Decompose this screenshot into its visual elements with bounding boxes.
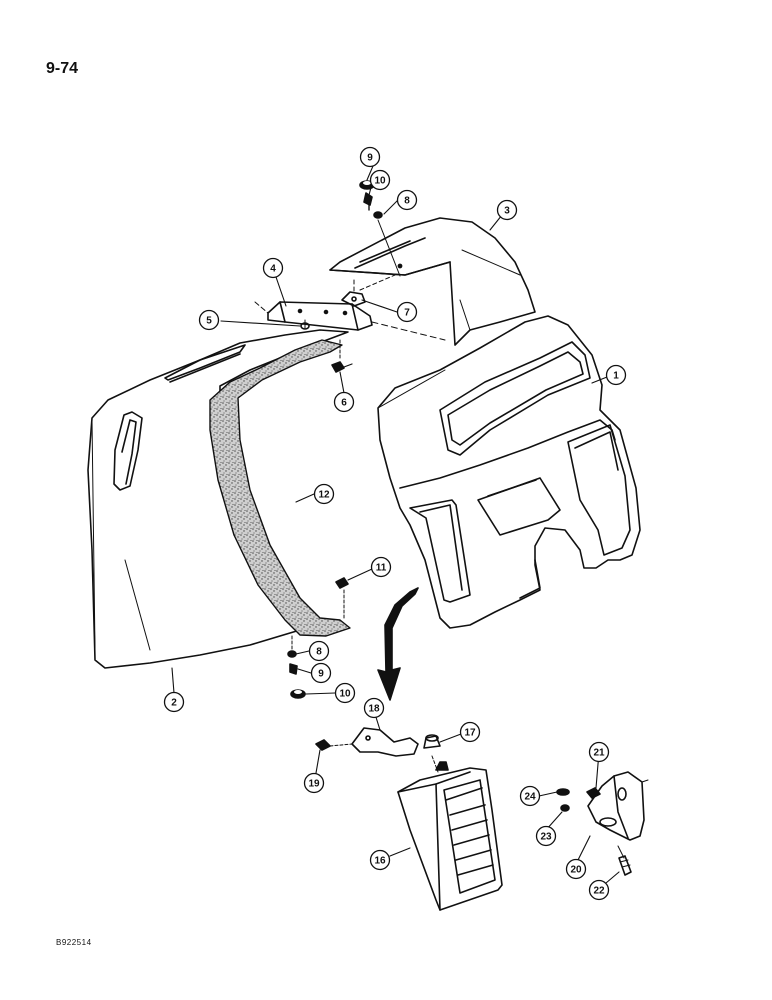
svg-text:6: 6 — [341, 398, 347, 409]
callout-9-lower: 9 — [310, 662, 332, 684]
callout-5: 5 — [198, 309, 220, 331]
callout-20: 20 — [565, 858, 587, 880]
svg-text:21: 21 — [593, 748, 605, 759]
svg-text:8: 8 — [316, 647, 322, 658]
callout-9-top: 10 — [369, 169, 391, 191]
callout-11: 11 — [370, 556, 392, 578]
drawing-code: B922514 — [56, 938, 92, 947]
callout-3: 3 — [496, 199, 518, 221]
svg-text:18: 18 — [368, 704, 380, 715]
mounting-bracket — [254, 301, 446, 341]
right-bracket-assembly — [556, 771, 649, 876]
svg-text:9: 9 — [367, 153, 373, 164]
svg-text:20: 20 — [570, 865, 582, 876]
svg-text:2: 2 — [171, 698, 177, 709]
callout-1: 1 — [605, 364, 627, 386]
gasket-seal — [209, 339, 351, 637]
callout-17: 17 — [459, 721, 481, 743]
instrument-panel-housing — [377, 315, 641, 629]
page-number: 9-74 — [46, 60, 79, 77]
svg-text:17: 17 — [464, 728, 476, 739]
callout-23: 23 — [535, 825, 557, 847]
svg-text:12: 12 — [318, 490, 330, 501]
callout-16: 16 — [369, 849, 391, 871]
screw-19 — [315, 739, 331, 751]
svg-text:16: 16 — [374, 856, 386, 867]
callout-19: 19 — [303, 772, 325, 794]
relocation-arrow — [377, 587, 419, 701]
svg-text:3: 3 — [504, 206, 510, 217]
callout-18: 18 — [363, 697, 385, 719]
svg-text:11: 11 — [376, 563, 387, 574]
svg-text:10: 10 — [374, 176, 386, 187]
svg-text:8: 8 — [404, 196, 410, 207]
screw-6 — [331, 339, 353, 373]
rear-top-panel — [329, 217, 536, 346]
grommet-17 — [423, 734, 441, 773]
lower-fastener-stack — [287, 635, 306, 699]
callout-22: 22 — [588, 879, 610, 901]
svg-text:24: 24 — [524, 792, 536, 803]
callout-4: 4 — [262, 257, 284, 279]
callout-24: 24 — [519, 785, 541, 807]
mounting-plate-18 — [329, 727, 419, 757]
callout-6: 6 — [333, 391, 355, 413]
top-fastener-stack — [359, 180, 401, 277]
svg-text:19: 19 — [308, 779, 320, 790]
svg-text:22: 22 — [593, 886, 605, 897]
callout-8-top: 8 — [396, 189, 418, 211]
svg-text:23: 23 — [540, 832, 552, 843]
svg-text:5: 5 — [206, 316, 212, 327]
callout-10-lower: 10 — [334, 682, 356, 704]
callout-2: 2 — [163, 691, 185, 713]
callout-bubbles: 9 10 8 3 4 5 7 6 1 12 11 8 9 10 2 18 17 … — [163, 146, 627, 901]
callout-8-lower: 8 — [308, 640, 330, 662]
vent-grille-16 — [397, 761, 503, 911]
callout-10-top: 9 — [359, 146, 381, 168]
svg-text:9: 9 — [318, 669, 324, 680]
callout-21: 21 — [588, 741, 610, 763]
clip-11 — [335, 577, 349, 619]
callout-7: 7 — [396, 301, 418, 323]
callout-12: 12 — [313, 483, 335, 505]
svg-text:10: 10 — [339, 689, 351, 700]
svg-text:1: 1 — [613, 371, 619, 382]
nut-5 — [300, 319, 310, 331]
svg-text:4: 4 — [270, 264, 276, 275]
clip-nut — [341, 274, 396, 307]
svg-text:7: 7 — [404, 308, 410, 319]
